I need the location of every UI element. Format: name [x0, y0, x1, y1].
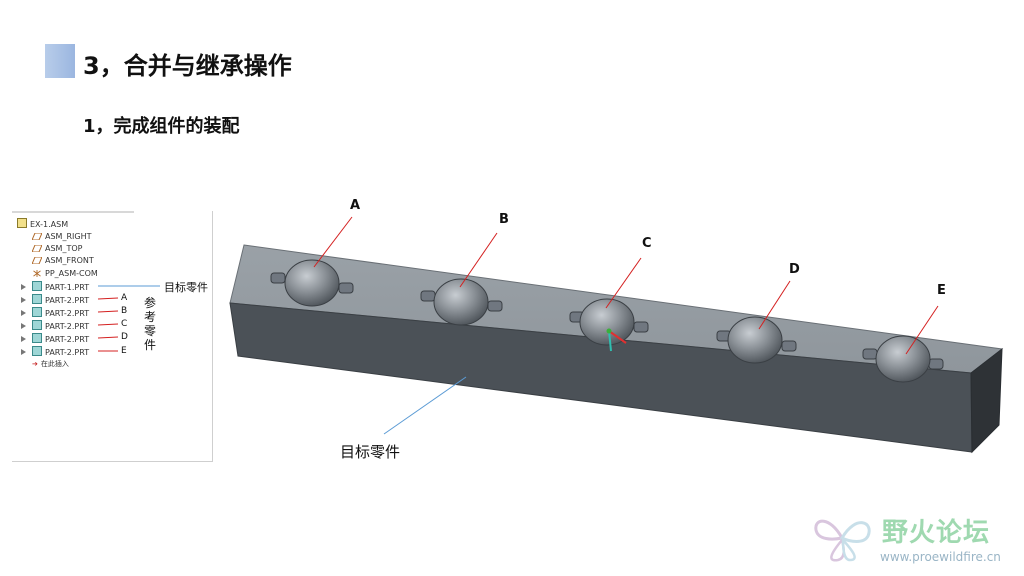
datum-plane-icon: [32, 245, 42, 252]
tree-root-label: EX-1.ASM: [30, 220, 69, 229]
tree-csys[interactable]: PP_ASM-COM: [32, 268, 98, 279]
tree-csys-label: PP_ASM-COM: [45, 269, 98, 278]
datum-plane-icon: [32, 257, 42, 264]
tree-part-2e[interactable]: PART-2.PRT: [32, 346, 89, 357]
expand-arrow-icon[interactable]: [21, 336, 26, 342]
tree-letter-c: C: [121, 319, 128, 329]
callout-line-b: [459, 232, 498, 288]
part-e-render: [862, 335, 944, 383]
callout-e: E: [937, 283, 946, 298]
part-icon: [32, 281, 42, 291]
butterfly-logo-icon: [814, 519, 871, 562]
part-d-render: [716, 316, 797, 364]
callout-c: C: [642, 236, 652, 251]
tree-part-2c[interactable]: PART-2.PRT: [32, 320, 89, 331]
tree-letter-d: D: [121, 332, 128, 342]
tree-plane-right[interactable]: ASM_RIGHT: [32, 231, 91, 242]
slide-subtitle: 1，完成组件的装配: [83, 116, 240, 137]
tree-letter-a: A: [121, 293, 128, 303]
insert-arrow-icon: ➔: [32, 360, 38, 368]
callout-line-a: [313, 216, 353, 268]
part-icon: [32, 294, 42, 304]
callout-line-e: [905, 305, 939, 355]
part-icon: [32, 333, 42, 343]
tree-part-2b[interactable]: PART-2.PRT: [32, 307, 89, 318]
callout-line-d: [758, 280, 791, 330]
expand-arrow-icon[interactable]: [21, 349, 26, 355]
part-icon: [32, 320, 42, 330]
callout-a: A: [350, 198, 361, 213]
watermark-brand: 野火论坛: [882, 518, 991, 548]
tree-part-label: PART-2.PRT: [45, 348, 90, 357]
assembly-render: [229, 216, 1004, 454]
part-b-render: [420, 278, 503, 326]
title-accent-block: [45, 44, 75, 78]
part-a-render: [270, 259, 354, 307]
viewport-target-label: 目标零件: [340, 443, 401, 461]
expand-arrow-icon[interactable]: [21, 310, 26, 316]
tree-part-2d[interactable]: PART-2.PRT: [32, 333, 89, 344]
watermark-url: www.proewildfire.cn: [880, 550, 1001, 564]
assembly-icon: [17, 218, 27, 228]
tree-part-2a[interactable]: PART-2.PRT: [32, 294, 89, 305]
tree-part-label: PART-2.PRT: [45, 335, 90, 344]
tree-part-label: PART-1.PRT: [45, 283, 90, 292]
block-end-face: [970, 347, 1003, 454]
tree-part-label: PART-2.PRT: [45, 309, 90, 318]
tree-plane-top[interactable]: ASM_TOP: [32, 243, 82, 254]
callout-line-c: [605, 257, 642, 309]
part-icon: [32, 307, 42, 317]
tree-letter-b: B: [121, 306, 128, 316]
expand-arrow-icon[interactable]: [21, 284, 26, 290]
target-part-line: [383, 376, 467, 435]
tree-target-label: 目标零件: [164, 281, 208, 294]
part-icon: [32, 346, 42, 356]
callout-b: B: [499, 212, 509, 227]
expand-arrow-icon[interactable]: [21, 323, 26, 329]
expand-arrow-icon[interactable]: [21, 297, 26, 303]
datum-plane-icon: [32, 233, 42, 240]
part-c-render: [569, 298, 649, 352]
tree-insert-label: 在此插入: [40, 360, 69, 368]
tree-part-label: PART-2.PRT: [45, 322, 90, 331]
tree-plane-label: ASM_TOP: [45, 244, 83, 253]
model-tree-panel: EX-1.ASM ASM_RIGHT ASM_TOP ASM_FRONT PP_…: [12, 211, 213, 462]
tree-plane-front[interactable]: ASM_FRONT: [32, 255, 94, 266]
reference-parts-label: 参考零件: [144, 296, 157, 352]
model-viewport[interactable]: [214, 211, 1014, 461]
tree-part-1[interactable]: PART-1.PRT: [32, 281, 89, 292]
tree-letter-e: E: [121, 346, 127, 356]
tree-plane-label: ASM_FRONT: [45, 256, 94, 265]
slide-title: 3，合并与继承操作: [83, 52, 292, 80]
tree-insert-here[interactable]: ➔在此插入: [32, 359, 69, 370]
tree-plane-label: ASM_RIGHT: [45, 232, 92, 241]
tree-part-label: PART-2.PRT: [45, 296, 90, 305]
callout-d: D: [789, 262, 800, 277]
tree-root[interactable]: EX-1.ASM: [17, 218, 68, 229]
csys-icon: [33, 270, 41, 277]
tree-header-bar: [12, 211, 134, 213]
